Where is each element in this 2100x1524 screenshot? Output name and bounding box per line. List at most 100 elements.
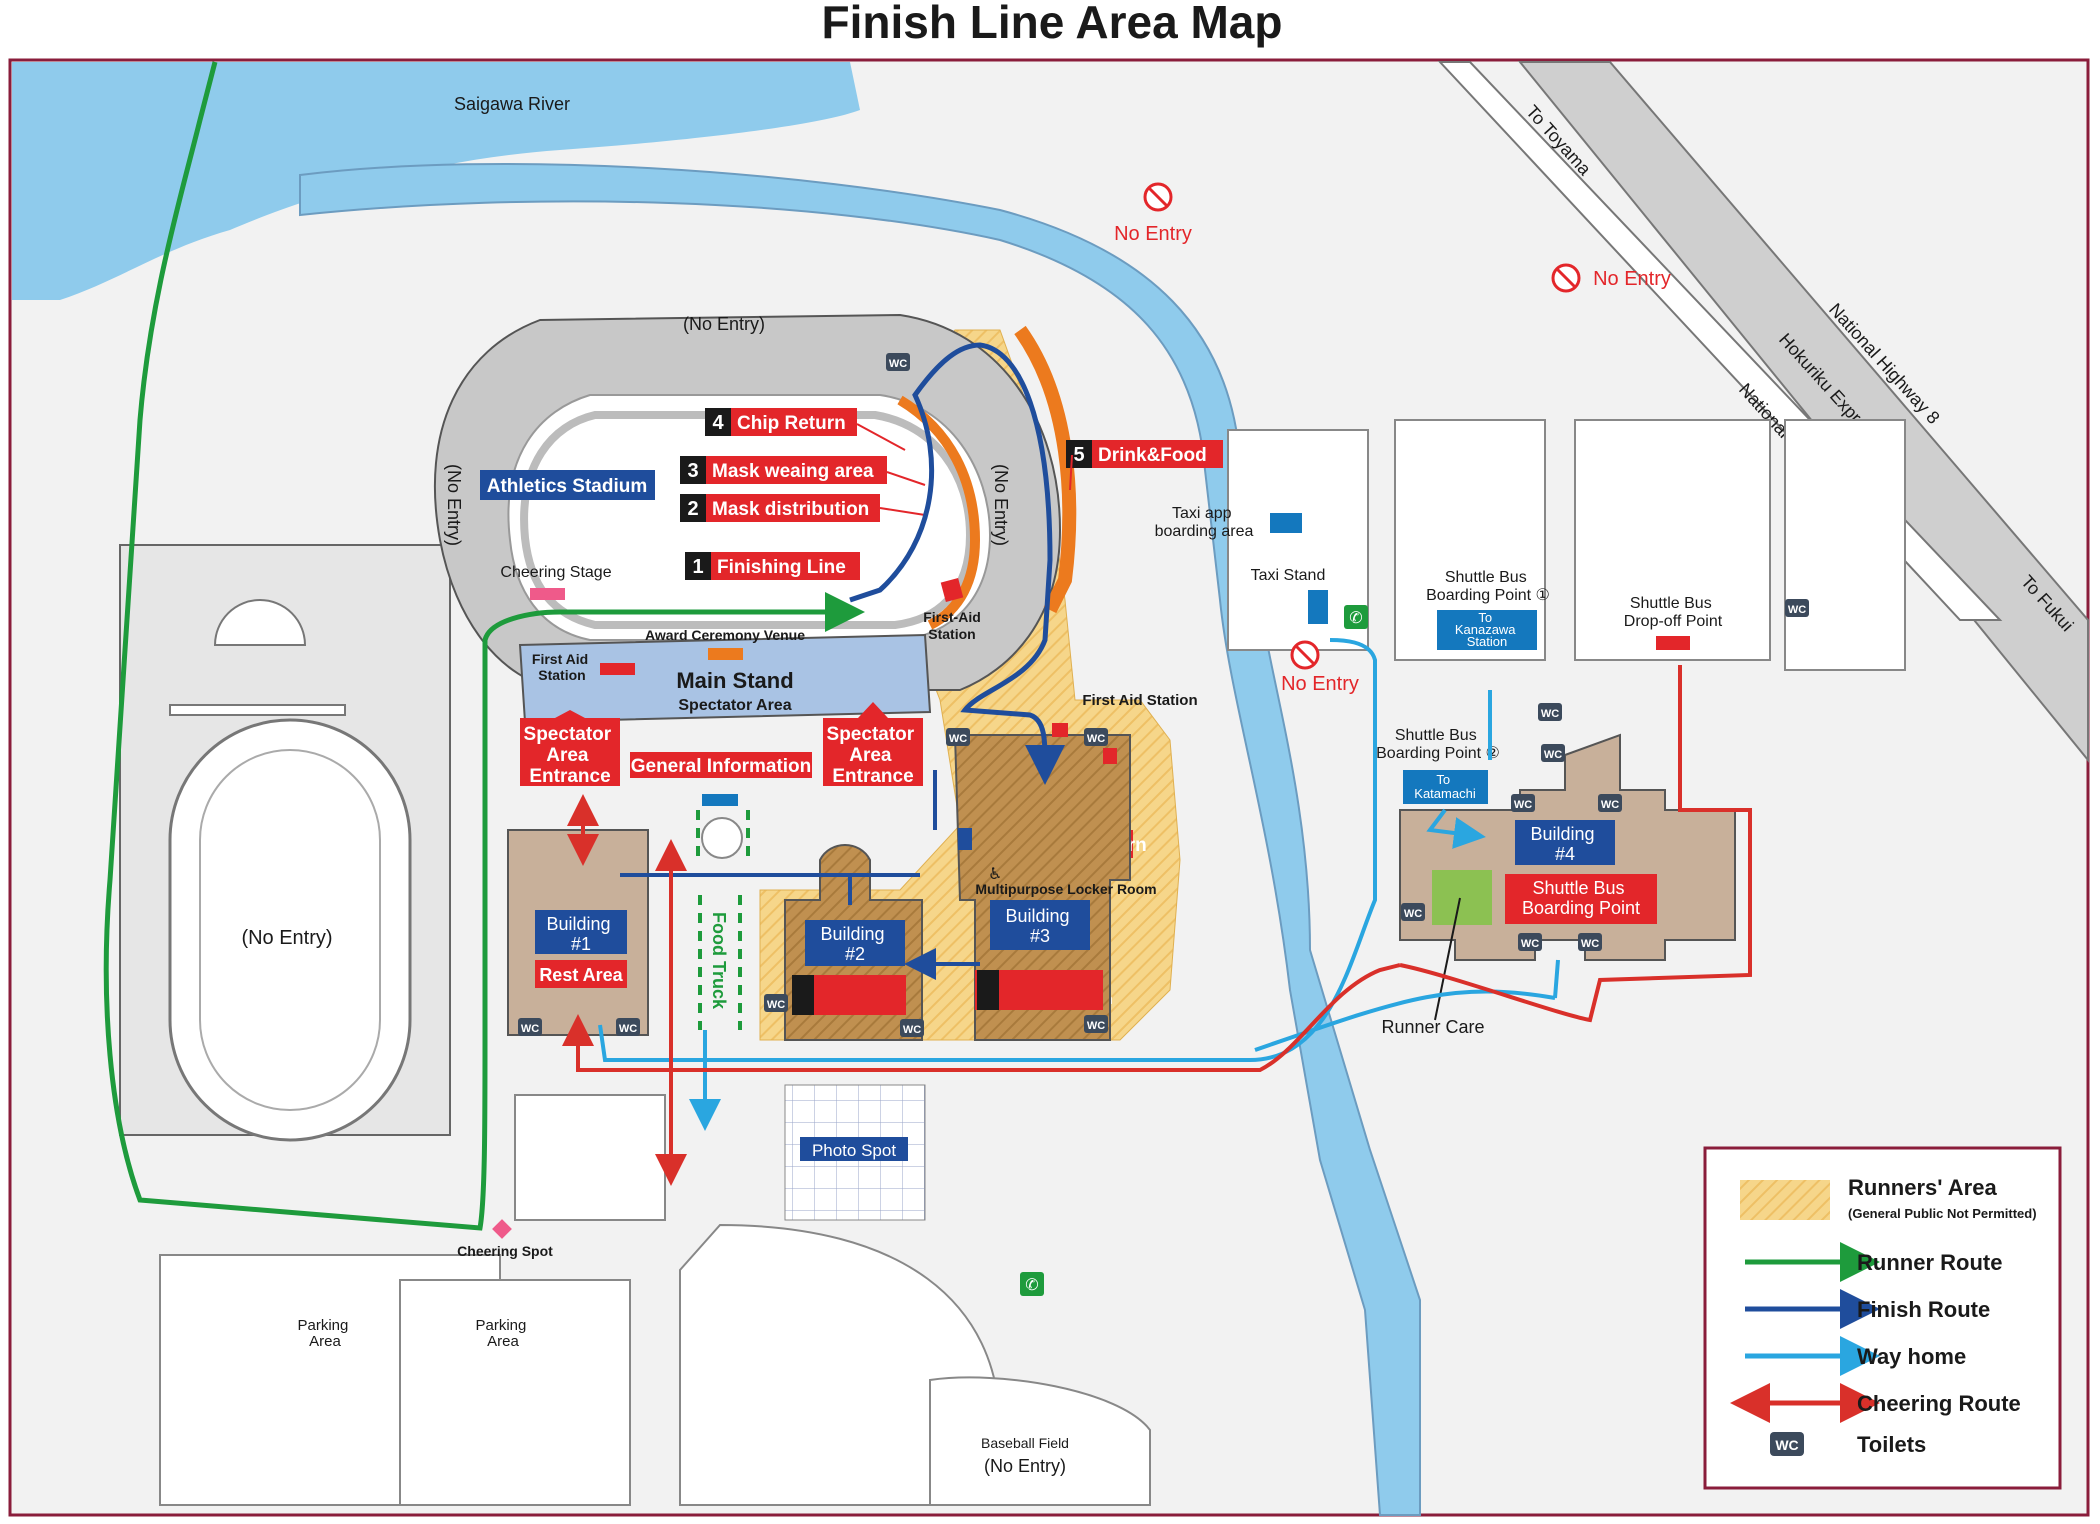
step-number: 4 — [712, 412, 724, 434]
stadium-no-entry-left: (No Entry) — [444, 464, 464, 546]
wc-icon — [1084, 1015, 1108, 1033]
cheering-stage-label: Cheering Stage — [500, 564, 611, 581]
first-aid-right-marker — [940, 578, 964, 602]
legend-runner-route: Runner Route — [1857, 1250, 2002, 1275]
legend-runners-area: Runners' Area — [1848, 1175, 1997, 1200]
runner-route-line — [103, 61, 865, 1231]
phone-icon-2 — [1020, 1272, 1044, 1296]
b4-shuttle-l1: Shuttle Bus — [1532, 878, 1624, 898]
to-kanazawa-l3: Station — [1467, 634, 1507, 649]
taxi-stand-label: Taxi Stand — [1251, 567, 1326, 584]
building-2-label-l1: Building — [820, 924, 884, 944]
shuttle-bp2-l2: Boarding Point ② — [1376, 745, 1500, 762]
shuttle-dropoff-marker — [1656, 636, 1690, 650]
roundabout — [701, 817, 743, 859]
svg-text:Building #4: Building #4 — [1530, 824, 1599, 864]
step-number: 2 — [687, 498, 698, 520]
building-4-label-l1: Building — [1530, 824, 1594, 844]
first-aid-left-line1: First Aid — [532, 651, 588, 667]
building-1-label-l2: #1 — [571, 934, 591, 954]
building-4-label-l2: #4 — [1555, 844, 1575, 864]
svg-text:To Katamachi: To Katamachi — [1414, 772, 1476, 801]
step-text: Chip Return — [737, 413, 846, 434]
cheering-route-line — [578, 665, 1752, 1072]
step-label-4: 1 Finishing Line — [685, 552, 860, 580]
wc-icon-text: WC — [1514, 799, 1532, 811]
svg-text:Taxi app boarding area: Taxi app boarding area — [1155, 505, 1254, 540]
step-number-bg — [685, 552, 711, 580]
first-aid-left-line2: Station — [538, 667, 585, 683]
building-3 — [953, 734, 1131, 1041]
parking-1-l1: Parking — [297, 1317, 348, 1334]
award-ceremony-marker — [708, 648, 743, 660]
shuttle-bp1-l2: Boarding Point ① — [1426, 587, 1550, 604]
to-katamachi-l2: Katamachi — [1414, 786, 1476, 801]
wc-icon — [900, 1019, 924, 1037]
first-aid-b3-label: First Aid Station — [1082, 692, 1197, 709]
step-text: Finishing Line — [717, 557, 846, 578]
wc-icon-text: WC — [1404, 908, 1422, 920]
baseball-no-entry: (No Entry) — [984, 1456, 1066, 1476]
building-1-rest-area: Rest Area — [539, 965, 623, 985]
legend-runners-area-swatch — [1740, 1180, 1830, 1220]
wc-icon — [946, 728, 970, 746]
river — [12, 62, 1421, 1516]
spectator-entrance-right-l2: Area — [849, 745, 892, 766]
svg-text:Shuttle Bus Drop-off Point: Shuttle Bus Drop-off Point — [1624, 595, 1723, 630]
building-1-label-l1: Building — [546, 914, 610, 934]
to-katamachi-l1: To — [1436, 772, 1450, 787]
stadium-no-entry-top: (No Entry) — [683, 314, 765, 334]
wc-icon — [1598, 794, 1622, 812]
taxi-app-marker — [1270, 513, 1302, 533]
stadium-name-box — [480, 470, 655, 500]
shuttle-dropoff-l2: Drop-off Point — [1624, 613, 1723, 630]
stadium-name: Athletics Stadium — [487, 476, 647, 497]
svg-text:Spectator Area Ent: Spectator Area Entrance — [827, 724, 920, 787]
wc-icon-text: WC — [521, 1023, 539, 1035]
svg-text:Building #1: Building #1 — [546, 914, 615, 954]
wc-icon-text: WC — [1581, 938, 1599, 950]
runner-care-label: Runner Care — [1381, 1017, 1484, 1037]
spectator-entrance-right-l3: Entrance — [832, 766, 913, 787]
spectator-entrance-left-l2: Area — [546, 745, 589, 766]
step-text-line: Finishing Line — [717, 557, 846, 578]
map-title: Finish Line Area Map — [822, 0, 1283, 48]
wc-icon-text: WC — [1601, 799, 1619, 811]
left-field-no-entry: (No Entry) — [241, 927, 332, 949]
wc-icon-text: WC — [1087, 1020, 1105, 1032]
step-text-line: Mask distribution — [712, 499, 869, 520]
first-aid-right-line-1: First-Aid — [923, 609, 981, 625]
lower-blocks — [159, 1094, 1151, 1506]
phone-icon-1 — [1344, 605, 1368, 629]
to-kanazawa-box — [1437, 610, 1537, 650]
cheering-spot-marker — [492, 1219, 512, 1239]
step-number: 1 — [692, 556, 703, 578]
spectator-entrance-right: Spectator Area Entrance — [823, 718, 923, 787]
no-entry-2 — [1551, 263, 1581, 293]
no-entry-label-3: No Entry — [1281, 673, 1359, 695]
general-info-box — [630, 752, 812, 778]
step-label-5: 5 Drink&Food — [1066, 440, 1223, 468]
step-number: 5 — [1073, 444, 1084, 466]
step-label-bg — [685, 552, 860, 580]
river-name: Saigawa River — [454, 94, 570, 114]
food-truck-label: Food Truck — [709, 912, 729, 1010]
wc-icon-text: WC — [619, 1023, 637, 1035]
step-leader-lines — [856, 423, 1073, 516]
step-text: Mask weaing area — [712, 461, 874, 482]
svg-text:Shuttle Bus Boarding Point: Shuttle Bus Boarding Point ② — [1376, 727, 1500, 762]
legend-finish-route: Finish Route — [1857, 1297, 1990, 1322]
no-entry-label-1: No Entry — [1114, 223, 1192, 245]
legend-runners-area-note: (General Public Not Permitted) — [1848, 1206, 2037, 1221]
wc-icon — [616, 1018, 640, 1036]
entrance-pointer-left — [555, 710, 585, 718]
wc-icon — [1538, 703, 1562, 721]
svg-text:Shuttle Bus Boarding Point: Shuttle Bus Boarding Point ① — [1426, 569, 1550, 604]
step-text-line: Drink&Food — [1098, 445, 1207, 466]
phone-icon-2-glyph: ✆ — [1025, 1277, 1038, 1294]
building-2 — [784, 844, 923, 1041]
first-aid-left-marker — [600, 663, 635, 675]
photo-spot-label: Photo Spot — [812, 1141, 896, 1160]
